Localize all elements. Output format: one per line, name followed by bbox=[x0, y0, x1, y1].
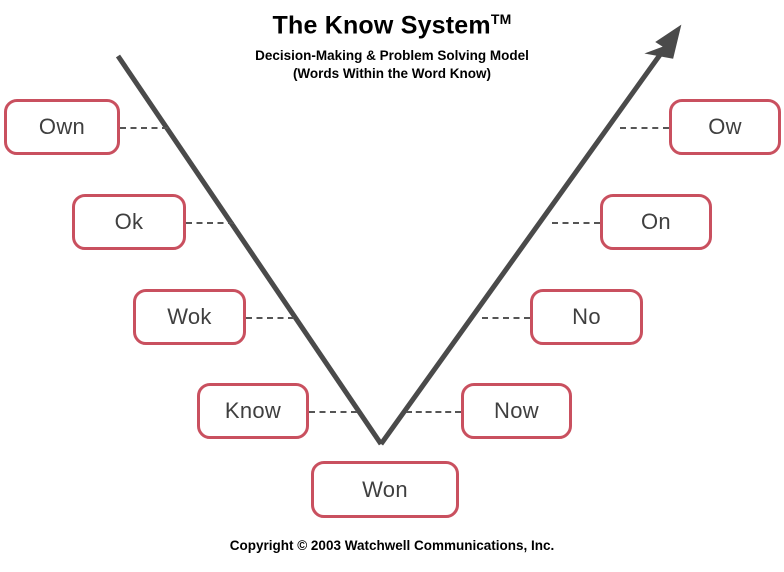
page-title: The Know SystemTM bbox=[0, 4, 784, 40]
node-label: Now bbox=[494, 398, 539, 423]
copyright-notice: Copyright © 2003 Watchwell Communication… bbox=[229, 538, 555, 553]
title-block: The Know SystemTM Decision-Making & Prob… bbox=[0, 4, 784, 83]
connector-wok bbox=[246, 317, 294, 319]
subtitle-line-1: Decision-Making & Problem Solving Model bbox=[255, 48, 529, 64]
node-label: Ow bbox=[708, 114, 742, 139]
node-label: Won bbox=[362, 476, 408, 502]
connector-ok bbox=[186, 222, 234, 224]
connector-on bbox=[552, 222, 600, 224]
connector-know bbox=[309, 411, 357, 413]
connector-no bbox=[482, 317, 530, 319]
node-box-on[interactable]: On bbox=[600, 194, 712, 250]
node-box-no[interactable]: No bbox=[530, 289, 643, 345]
node-label: Ok bbox=[114, 209, 144, 234]
node-box-wok[interactable]: Wok bbox=[133, 289, 246, 345]
connector-own bbox=[120, 127, 168, 129]
node-label: No bbox=[572, 304, 601, 329]
subtitle-line-2: (Words Within the Word Know) bbox=[292, 66, 492, 82]
trademark-symbol: TM bbox=[490, 11, 512, 27]
node-label: Know bbox=[224, 398, 282, 423]
page-title-text: The Know System bbox=[272, 11, 491, 40]
node-box-now[interactable]: Now bbox=[461, 383, 572, 439]
node-box-ow[interactable]: Ow bbox=[669, 99, 781, 155]
node-box-ok[interactable]: Ok bbox=[72, 194, 186, 250]
node-label: Own bbox=[38, 114, 86, 139]
node-label: Wok bbox=[167, 304, 212, 329]
node-box-own[interactable]: Own bbox=[4, 99, 120, 155]
node-box-know[interactable]: Know bbox=[197, 383, 309, 439]
node-label: On bbox=[641, 209, 671, 234]
connector-ow bbox=[620, 127, 669, 129]
connector-now bbox=[406, 411, 461, 413]
node-box-won[interactable]: Won bbox=[311, 461, 459, 518]
